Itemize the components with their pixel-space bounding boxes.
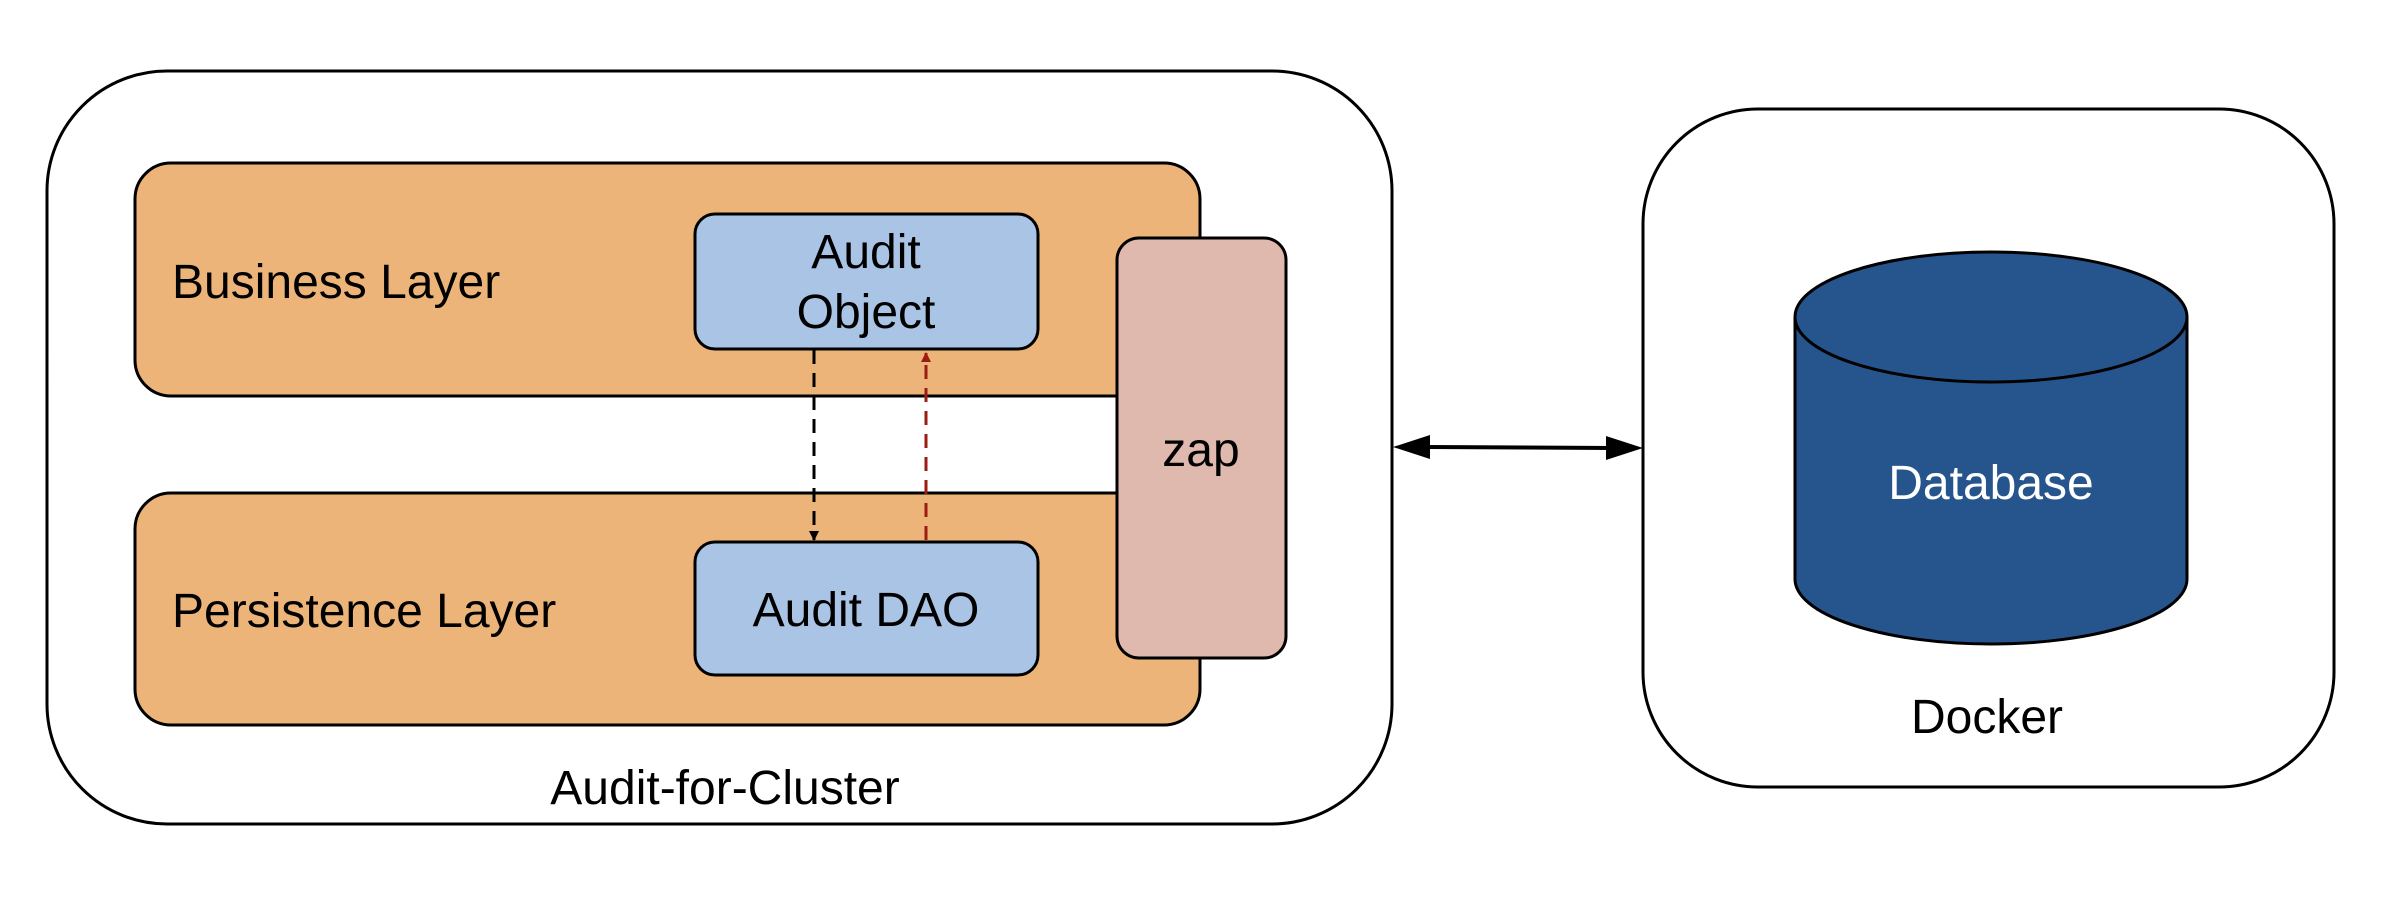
docker-label: Docker <box>1911 691 2063 744</box>
database-label: Database <box>1888 457 2093 510</box>
zap-label: zap <box>1162 424 1239 477</box>
bidirectional-connector-arrow <box>1427 445 1614 450</box>
persistence-layer-label: Persistence Layer <box>172 585 556 638</box>
business-layer-label: Business Layer <box>172 256 500 309</box>
audit-object-label-line1: Audit <box>811 226 920 279</box>
zap-component: zap <box>1115 236 1288 660</box>
persistence-layer: Persistence Layer <box>133 491 1202 727</box>
audit-dao-label: Audit DAO <box>753 584 980 637</box>
connector-arrowhead-right <box>1606 436 1643 460</box>
audit-object-label-line2: Object <box>797 286 936 339</box>
database-cylinder-body <box>1793 317 2189 646</box>
cluster-label: Audit-for-Cluster <box>550 762 899 815</box>
database-cylinder-top <box>1793 250 2189 384</box>
audit-dao: Audit DAO <box>693 540 1040 677</box>
zap-box <box>1115 236 1288 660</box>
business-layer: Business Layer <box>133 161 1202 398</box>
connector-arrowhead-left <box>1393 435 1430 459</box>
audit-object-box <box>693 212 1040 351</box>
database-cylinder: Database <box>1793 250 2189 646</box>
audit-object: Audit Object <box>693 212 1040 351</box>
audit-dao-box <box>693 540 1040 677</box>
